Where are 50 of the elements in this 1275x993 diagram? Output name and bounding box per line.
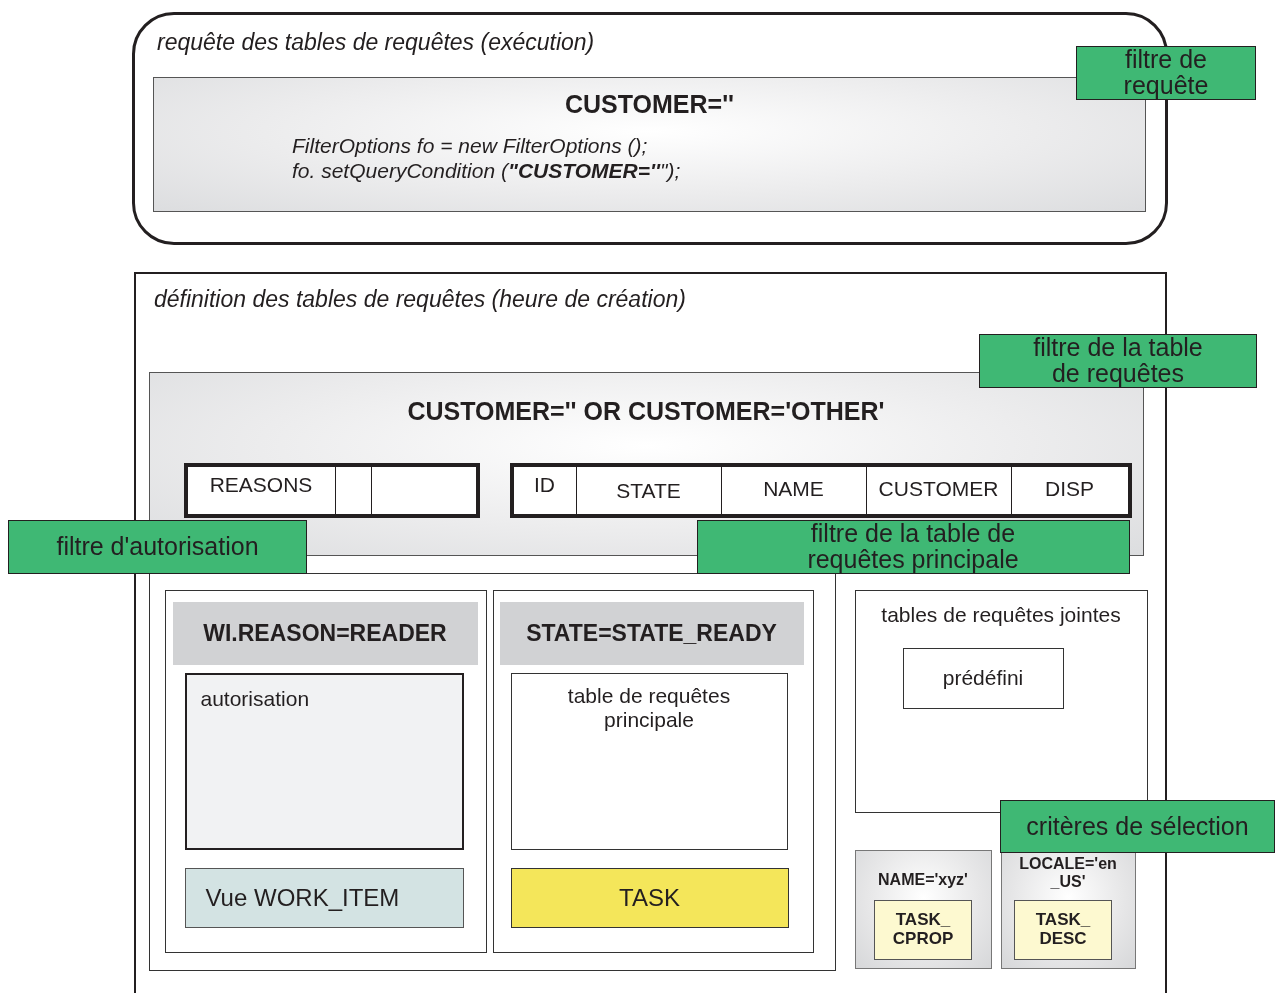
condition-text: STATE=STATE_READY <box>526 619 777 647</box>
filter-label: filtre d'autorisation <box>56 534 259 560</box>
container-box <box>148 572 836 971</box>
condition-text: LOCALE='en _US' <box>1018 854 1118 891</box>
condition-heading: CUSTOMER='' <box>564 90 735 119</box>
column-name: CUSTOMER <box>878 476 999 502</box>
box-label: TASK <box>619 883 680 912</box>
box-label: TASK_ CPROP <box>891 911 955 949</box>
condition-text: NAME='xyz' <box>878 870 968 889</box>
box-label: table de requêtes principale <box>566 683 732 732</box>
table-box <box>510 672 788 850</box>
condition-header <box>499 601 804 665</box>
table-box <box>874 900 972 960</box>
column-name: REASONS <box>209 472 313 498</box>
columns-table <box>509 462 1132 518</box>
column-name: DISP <box>1045 476 1094 502</box>
column-name: NAME <box>763 476 824 502</box>
view-box <box>184 867 464 928</box>
filter-label: filtre de la table de requêtes <box>1032 335 1204 387</box>
container-box <box>492 589 814 953</box>
code-line: FilterOptions fo = new FilterOptions (); <box>292 133 648 159</box>
code-line: fo. setQueryCondition ("CUSTOMER=''"); <box>292 158 681 184</box>
filter-label-box <box>8 520 307 574</box>
column-name: STATE <box>616 478 681 504</box>
filter-label-box <box>1000 800 1275 853</box>
reasons-table <box>183 462 480 518</box>
selection-criteria-box <box>854 849 992 969</box>
container-box <box>164 589 487 953</box>
filter-label-box <box>696 519 1130 574</box>
condition-text: WI.REASON=READER <box>203 619 447 647</box>
column-name: ID <box>534 472 555 498</box>
section-title: définition des tables de requêtes (heure de création) <box>154 286 687 313</box>
predefined-box <box>902 647 1064 709</box>
box-label: autorisation <box>200 686 311 711</box>
filter-label: filtre de requête <box>1122 47 1210 99</box>
filter-label: filtre de la table de requêtes principale <box>806 520 1020 573</box>
filter-label: critères de sélection <box>1026 813 1249 840</box>
condition-header <box>172 601 478 665</box>
section-title: requête des tables de requêtes (exécution) <box>157 29 596 56</box>
box-label: prédéfini <box>942 666 1024 690</box>
filter-label-box <box>979 334 1257 388</box>
condition-heading: CUSTOMER='' OR CUSTOMER='OTHER' <box>407 396 885 426</box>
box-label: TASK_ DESC <box>1034 911 1092 949</box>
task-box <box>510 867 789 928</box>
authorization-box <box>184 672 464 850</box>
box-label: tables de requêtes jointes <box>881 602 1121 627</box>
table-box <box>1014 900 1112 960</box>
box-label: Vue WORK_ITEM <box>205 883 401 912</box>
filter-label-box <box>1076 46 1256 100</box>
joined-tables-box <box>854 589 1148 813</box>
